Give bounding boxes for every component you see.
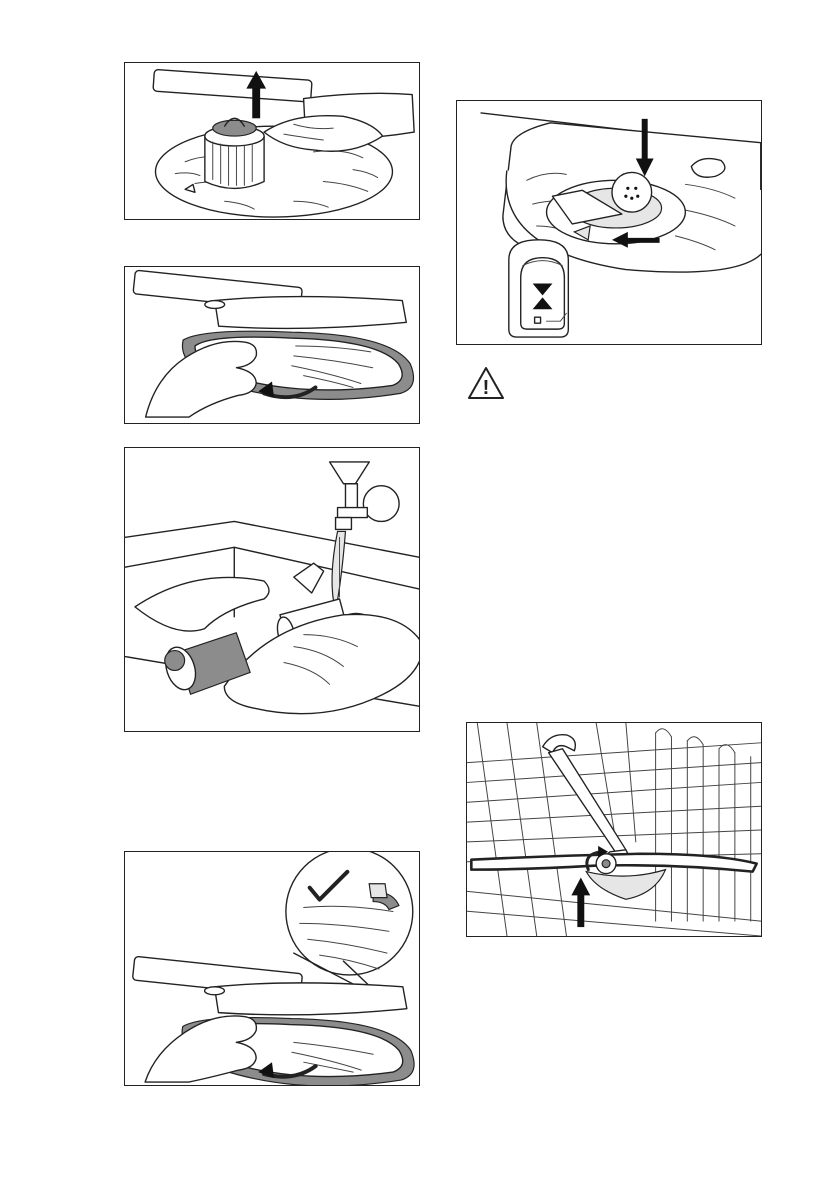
filter-cylinder: [205, 118, 264, 188]
filter-lock-illustration: [457, 101, 761, 344]
spray-arm: [471, 854, 756, 900]
illustration-refit-filter: [124, 851, 420, 1086]
lock-symbol-inset: [509, 240, 569, 337]
spray-arm-illustration: [467, 723, 761, 936]
illustration-lock-filter: [456, 100, 762, 345]
illustration-rotate-filter: [124, 266, 420, 424]
flat-filter-check-illustration: [125, 852, 419, 1085]
water-tap-icon: [330, 462, 400, 611]
warning-triangle-icon: !: [466, 365, 506, 401]
illustration-rinse-filters: [124, 447, 420, 732]
illustration-remove-filter: [124, 62, 420, 220]
warning-symbol: !: [483, 377, 490, 399]
illustration-spray-arm: [466, 722, 762, 937]
filter-lift-illustration: [125, 63, 419, 219]
filter-rinse-illustration: [125, 448, 419, 731]
flat-filter-rotate-illustration: [125, 267, 419, 423]
